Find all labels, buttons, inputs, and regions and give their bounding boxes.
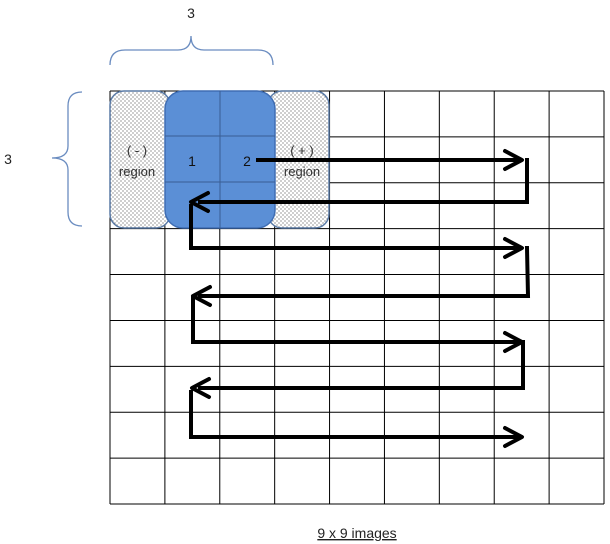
negative-region [109,90,171,229]
neg-region-line1: ( - ) [127,143,147,158]
neg-region-line2: region [119,164,155,179]
cell-label-1: 1 [188,153,196,169]
scan-path-arrow [189,158,531,439]
top-brace [109,35,274,66]
pos-region-line2: region [284,164,320,179]
pos-region-line1: ( + ) [290,143,313,158]
window-cell-lines [165,91,275,228]
caption: 9 x 9 images [317,525,396,541]
left-brace-label: 3 [4,151,12,167]
left-brace [51,91,83,227]
top-brace-label: 3 [187,5,195,21]
scan-arrowheads [189,149,524,448]
cell-label-2: 2 [243,153,251,169]
